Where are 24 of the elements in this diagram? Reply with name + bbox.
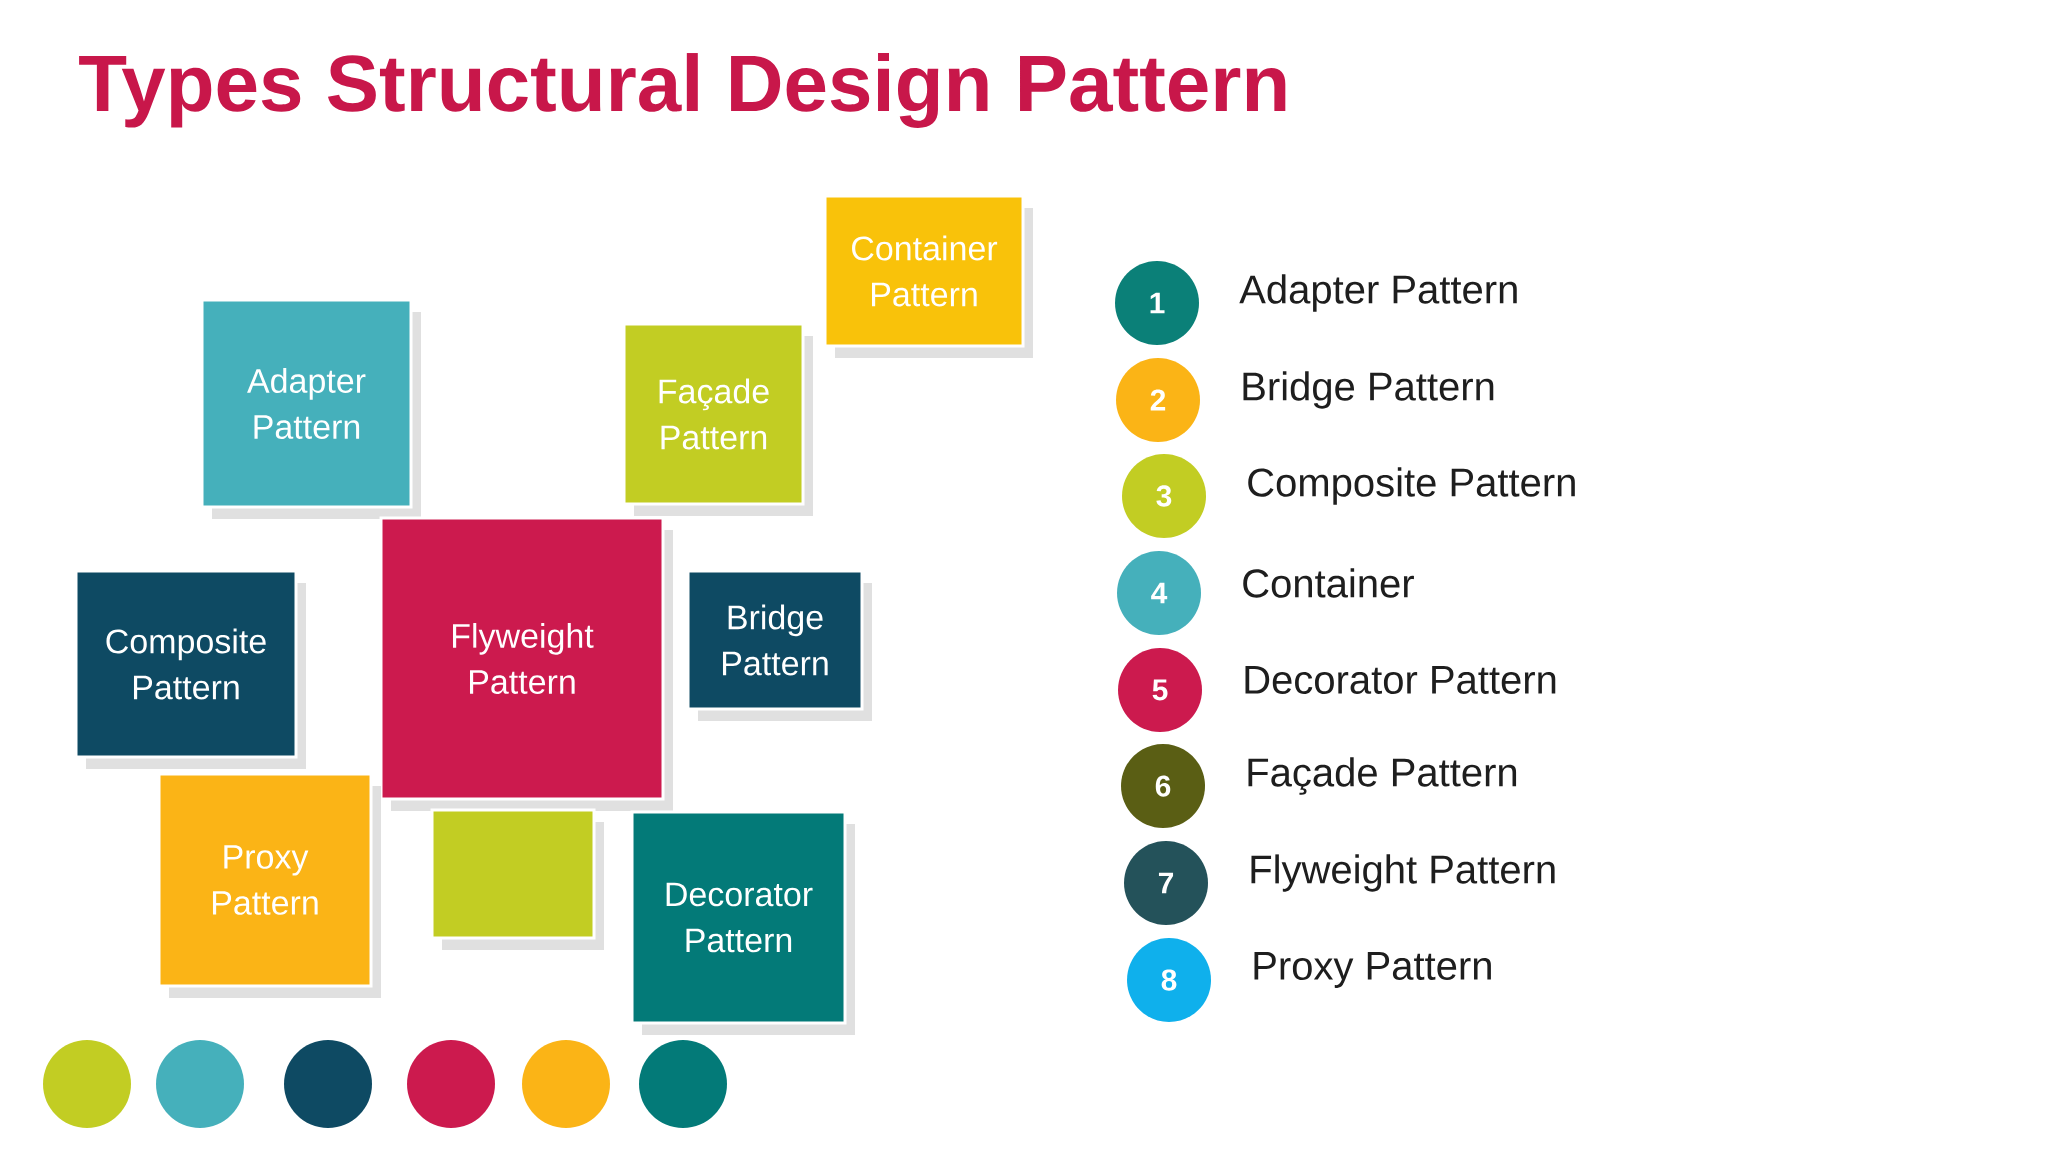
list-label: Bridge Pattern bbox=[1243, 371, 1494, 409]
list-label: Adapter Pattern bbox=[1239, 274, 1517, 312]
color-dot bbox=[284, 1040, 372, 1128]
list-label: Proxy Pattern bbox=[1254, 952, 1491, 988]
empty-box bbox=[430, 808, 604, 950]
list-label: Composite Pattern bbox=[1248, 467, 1575, 505]
title: Types Structural Design Pattern bbox=[79, 53, 1286, 128]
color-dot bbox=[407, 1040, 495, 1128]
pattern-box: Container Pattern bbox=[823, 194, 1033, 358]
pattern-box: Composite Pattern bbox=[74, 569, 306, 769]
list-label: Decorator Pattern bbox=[1245, 666, 1556, 694]
pattern-box: Bridge Pattern bbox=[686, 569, 872, 721]
color-dot bbox=[522, 1040, 610, 1128]
pattern-box: Flyweight Pattern bbox=[379, 516, 673, 811]
color-dot bbox=[156, 1040, 244, 1128]
pattern-box: Proxy Pattern bbox=[157, 772, 381, 998]
pattern-box: Decorator Pattern bbox=[630, 810, 855, 1035]
list-label: Flyweight Pattern bbox=[1251, 854, 1555, 892]
pattern-box: Adapter Pattern bbox=[200, 298, 421, 519]
pattern-box: Façade Pattern bbox=[622, 322, 813, 516]
color-dot bbox=[43, 1040, 131, 1128]
list-label: Façade Pattern bbox=[1248, 757, 1517, 795]
list-label: Container bbox=[1243, 568, 1414, 598]
color-dot bbox=[639, 1040, 727, 1128]
